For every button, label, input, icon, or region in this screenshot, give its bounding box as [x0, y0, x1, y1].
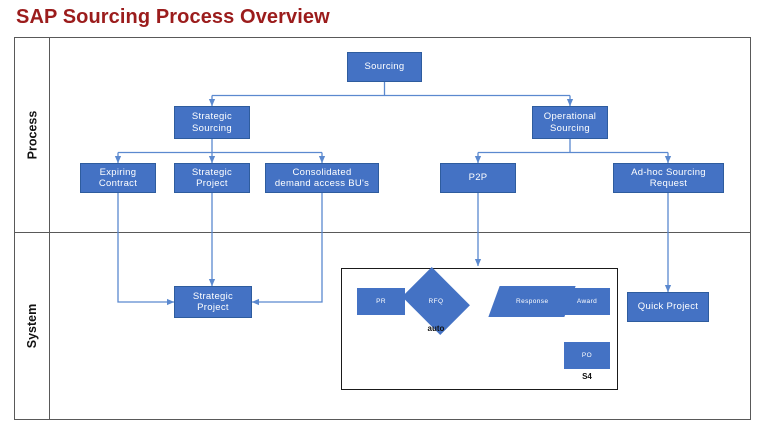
swimlane-label-system-text: System — [25, 303, 40, 349]
node-quick-project[interactable]: Quick Project — [627, 292, 709, 322]
node-strategic-project-system-line2: Project — [197, 302, 229, 313]
node-consolidated-demand-line1: Consolidated — [292, 166, 352, 178]
diagram-frame — [14, 37, 751, 420]
node-adhoc-sourcing-request-line1: Ad-hoc Sourcing — [631, 166, 706, 178]
swimlane-label-system: System — [14, 232, 50, 420]
s4-caption: S4 — [582, 372, 592, 381]
node-expiring-contract-line1: Expiring — [99, 166, 137, 178]
node-sourcing-label: Sourcing — [364, 61, 405, 73]
node-strategic-project-process[interactable]: Strategic Project — [174, 163, 250, 193]
node-consolidated-demand-line2: demand access BU's — [274, 178, 370, 189]
shape-rfq-label: RFQ — [428, 297, 444, 305]
shape-response-label: Response — [515, 298, 549, 305]
node-adhoc-sourcing-request[interactable]: Ad-hoc Sourcing Request — [613, 163, 724, 193]
swimlane-label-process-text: Process — [25, 110, 39, 159]
shape-response[interactable]: Response — [488, 286, 576, 317]
node-operational-sourcing-line2: Sourcing — [550, 122, 590, 134]
node-strategic-sourcing-line2: Sourcing — [192, 122, 232, 134]
page-title: SAP Sourcing Process Overview — [16, 6, 330, 28]
node-expiring-contract-line2: Contract — [98, 178, 138, 189]
node-adhoc-sourcing-request-line2: Request — [649, 178, 688, 189]
node-consolidated-demand[interactable]: Consolidated demand access BU's — [265, 163, 379, 193]
node-strategic-project-process-line2: Project — [196, 178, 228, 189]
node-operational-sourcing[interactable]: Operational Sourcing — [532, 106, 608, 139]
node-strategic-project-system[interactable]: Strategic Project — [174, 286, 252, 318]
shape-po[interactable]: PO — [564, 342, 610, 369]
node-p2p-label: P2P — [468, 172, 488, 184]
shape-rfq[interactable]: RFQ — [402, 267, 470, 335]
node-p2p[interactable]: P2P — [440, 163, 516, 193]
node-strategic-sourcing[interactable]: Strategic Sourcing — [174, 106, 250, 139]
shape-award[interactable]: Award — [564, 288, 610, 315]
shape-pr[interactable]: PR — [357, 288, 405, 315]
node-strategic-sourcing-line1: Strategic — [191, 111, 233, 122]
node-quick-project-label: Quick Project — [637, 301, 699, 313]
swimlane-divider — [14, 232, 751, 233]
shape-pr-label: PR — [376, 298, 386, 305]
swimlane-label-process: Process — [14, 37, 50, 232]
shape-rfq-caption: auto — [427, 324, 445, 333]
node-operational-sourcing-line1: Operational — [543, 111, 597, 122]
shape-award-label: Award — [576, 298, 598, 305]
node-sourcing[interactable]: Sourcing — [347, 52, 422, 82]
node-expiring-contract[interactable]: Expiring Contract — [80, 163, 156, 193]
swimlane-label-column — [14, 37, 50, 420]
shape-po-label: PO — [581, 352, 593, 359]
s4-container — [341, 268, 618, 390]
node-strategic-project-system-line1: Strategic — [192, 290, 234, 302]
node-strategic-project-process-line1: Strategic — [191, 166, 233, 178]
